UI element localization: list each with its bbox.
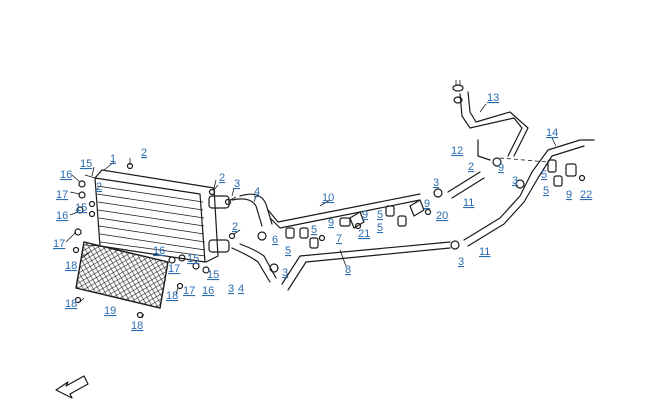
callout-3[interactable]: 3 [458,256,464,268]
upper-hose [231,80,529,241]
callout-15[interactable]: 15 [75,202,87,214]
callout-3[interactable]: 3 [433,177,439,189]
callout-8[interactable]: 8 [345,264,351,276]
callout-16[interactable]: 16 [60,169,72,181]
callout-18[interactable]: 18 [166,290,178,302]
callouts: 1 2 2 2 2 2 3 3 3 3 3 3 4 4 5 5 5 5 5 5 … [53,92,592,332]
callout-5[interactable]: 5 [377,209,383,221]
callout-15[interactable]: 15 [187,253,199,265]
callout-5[interactable]: 5 [541,169,547,181]
callout-9[interactable]: 9 [566,189,572,201]
callout-17[interactable]: 17 [168,263,180,275]
leader-lines [65,103,557,319]
callout-5[interactable]: 5 [311,224,317,236]
callout-5[interactable]: 5 [285,245,291,257]
callout-9[interactable]: 9 [498,162,504,174]
callout-2[interactable]: 2 [219,172,225,184]
callout-15[interactable]: 15 [80,158,92,170]
callout-3[interactable]: 3 [228,283,234,295]
callout-5[interactable]: 5 [543,185,549,197]
callout-9[interactable]: 9 [424,198,430,210]
callout-10[interactable]: 10 [322,192,334,204]
callout-21[interactable]: 21 [358,228,370,240]
callout-16[interactable]: 16 [202,285,214,297]
callout-7[interactable]: 7 [336,233,342,245]
callout-17[interactable]: 17 [53,238,65,250]
callout-5[interactable]: 5 [377,222,383,234]
callout-3[interactable]: 3 [282,267,288,279]
callout-19[interactable]: 19 [104,305,116,317]
callout-14[interactable]: 14 [546,127,558,139]
callout-4[interactable]: 4 [238,283,244,295]
callout-9[interactable]: 9 [328,217,334,229]
callout-3[interactable]: 3 [234,178,240,190]
callout-17[interactable]: 17 [56,189,68,201]
callout-18[interactable]: 18 [131,320,143,332]
callout-22[interactable]: 22 [580,189,592,201]
callout-18[interactable]: 18 [65,298,77,310]
fasteners [72,158,241,319]
callout-13[interactable]: 13 [487,92,499,104]
callout-15[interactable]: 15 [207,269,219,281]
hose-clamps [285,159,586,249]
callout-4[interactable]: 4 [254,186,260,198]
callout-18[interactable]: 18 [65,260,77,272]
reference-line [499,157,549,163]
callout-16[interactable]: 16 [56,210,68,222]
callout-16[interactable]: 16 [153,245,165,257]
callout-2[interactable]: 2 [96,181,102,193]
callout-2[interactable]: 2 [232,221,238,233]
callout-3[interactable]: 3 [512,175,518,187]
callout-20[interactable]: 20 [436,210,448,222]
callout-17[interactable]: 17 [183,285,195,297]
callout-6[interactable]: 6 [272,234,278,246]
lower-hose [231,139,595,291]
callout-1[interactable]: 1 [110,153,116,165]
oil-cooler [84,169,230,263]
callout-9[interactable]: 9 [362,209,368,221]
callout-12[interactable]: 12 [451,145,463,157]
callout-11[interactable]: 11 [463,197,474,209]
callout-11[interactable]: 11 [479,246,490,258]
mesh-guard [75,241,169,309]
callout-2[interactable]: 2 [468,161,474,173]
front-direction-arrow-icon [55,375,89,399]
callout-2[interactable]: 2 [141,147,147,159]
